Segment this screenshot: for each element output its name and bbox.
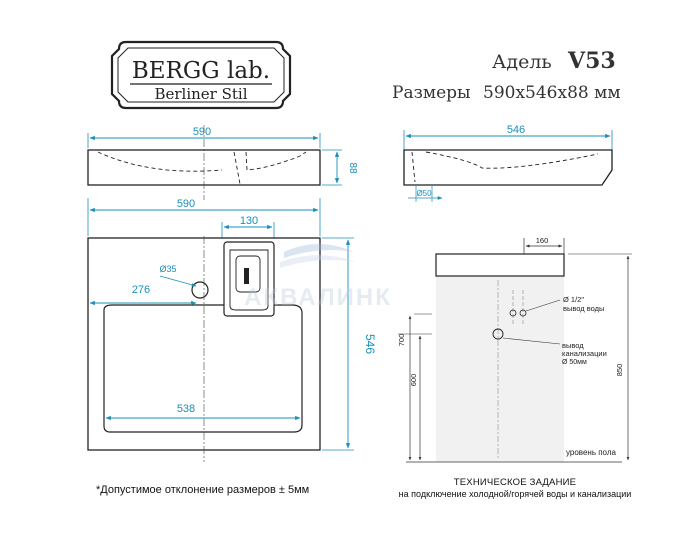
size-prefix: Размеры [392,83,471,103]
install-sink-profile [435,253,565,277]
watermark: АКВАЛИНК [244,244,392,311]
installation-view: 160 Ø 1/2" вывод воды вывод канализации … [397,236,632,463]
water-pipe-size: Ø 1/2" [563,295,584,304]
front-view: 590 88 [87,125,358,200]
tech-spec-title: ТЕХНИЧЕСКОЕ ЗАДАНИЕ [453,477,577,488]
model-prefix: Адель [492,51,552,73]
logo-brand: BERGG lab. [132,58,270,84]
side-view: 546 Ø50 [403,124,613,202]
install-top-width-label: 160 [536,236,549,245]
wall-area [436,274,564,462]
height-600-label: 600 [409,374,418,387]
product-title: Адель V53 Размеры 590х546х88 мм [392,48,621,103]
front-width-label: 590 [193,126,211,138]
bowl-width-label: 538 [177,403,195,415]
size-value: 590х546х88 мм [483,83,621,103]
side-drain-label: Ø50 [416,189,432,198]
drain-size-label: Ø 50мм [562,359,587,366]
top-view: 590 130 Ø35 276 538 546 [87,198,377,462]
drain-label-1: вывод [562,341,584,350]
faucet-box-label: 130 [240,215,258,227]
hole-offset-label: 276 [132,284,150,296]
side-depth-label: 546 [507,124,525,136]
brand-logo: BERGG lab. Berliner Stil [110,40,292,110]
height-850-label: 850 [615,364,624,377]
water-pipe-label: вывод воды [563,304,604,313]
floor-level-label: уровень пола [566,448,617,457]
drain-label-2: канализации [562,349,607,358]
depth-label: 546 [363,334,377,354]
watermark-text: АКВАЛИНК [244,284,392,311]
tech-spec-subtitle: на подключение холодной/горячей воды и к… [398,489,632,499]
hole-diameter-label: Ø35 [159,264,176,274]
tolerance-note: *Допустимое отклонение размеров ± 5мм [96,484,310,496]
top-width-label: 590 [177,198,195,210]
logo-line: Berliner Stil [154,85,247,103]
model-code: V53 [567,48,616,74]
front-height-label: 88 [347,162,358,174]
height-700-label: 700 [397,334,406,347]
